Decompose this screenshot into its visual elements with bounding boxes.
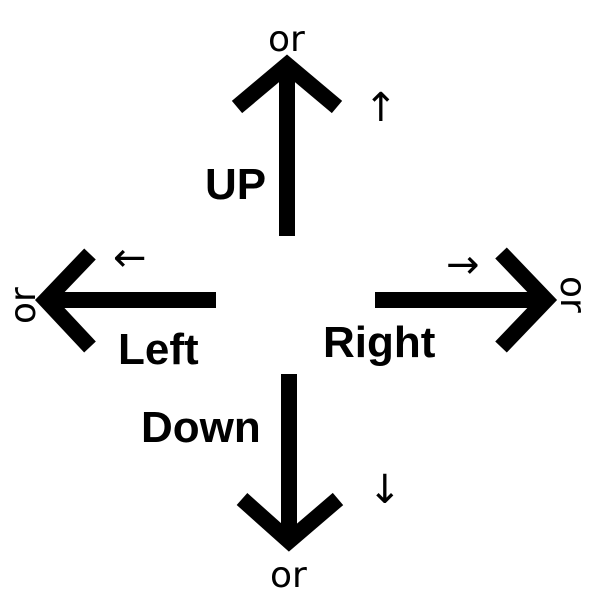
down-label: Down xyxy=(141,403,261,452)
arrow-down-icon xyxy=(236,374,344,552)
arrow-up-icon xyxy=(231,54,343,236)
right-arrow-glyph: → xyxy=(446,242,480,288)
up-label: UP xyxy=(205,160,267,209)
arrow-right-icon xyxy=(375,247,558,353)
right-label: Right xyxy=(323,318,436,367)
down-arrow-glyph: ↓ xyxy=(368,467,402,513)
up-or-text: or xyxy=(268,19,305,60)
up-arrow-glyph: ↑ xyxy=(364,85,398,131)
right-or-text: or xyxy=(552,276,593,313)
left-arrow-glyph: ← xyxy=(113,235,147,281)
left-label: Left xyxy=(118,325,199,374)
left-or-text: or xyxy=(3,287,44,324)
arrow-left-icon xyxy=(34,248,216,353)
down-or-text: or xyxy=(270,555,307,596)
